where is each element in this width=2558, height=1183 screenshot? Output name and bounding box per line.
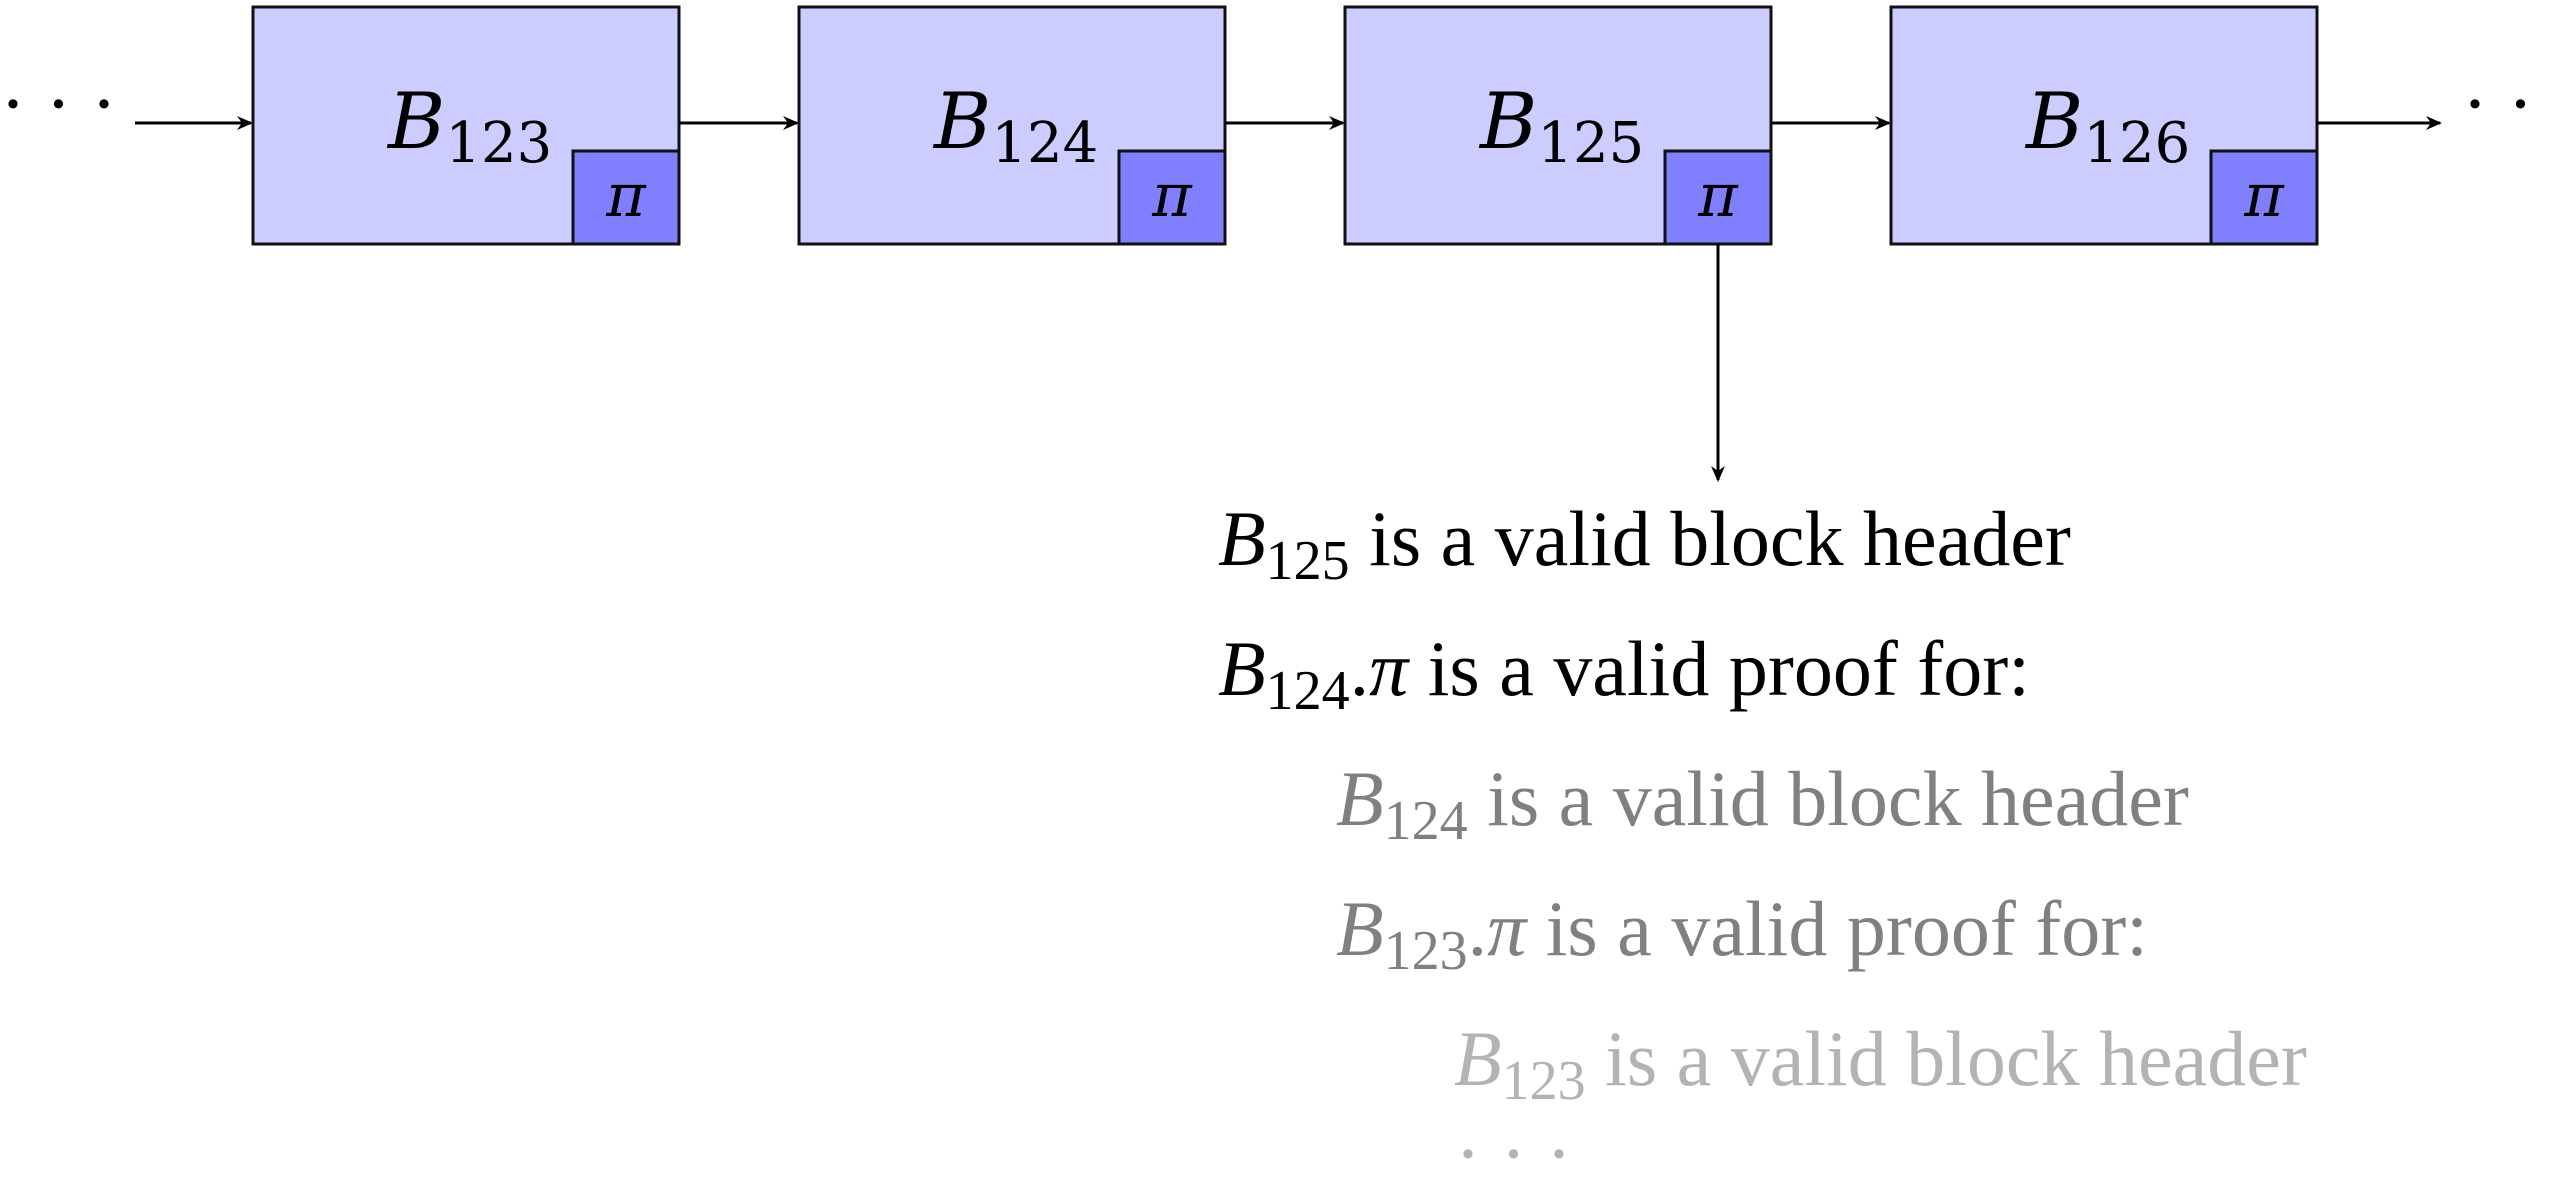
proof-box: [1117, 149, 1227, 246]
statement-line: B125 is a valid block header: [1218, 495, 2071, 592]
statement-line: B123 is a valid block header: [1454, 1015, 2307, 1112]
block-124: B124 π: [797, 5, 1227, 246]
leading-ellipsis: · · ·: [0, 60, 117, 147]
block-123: B123 π: [251, 5, 681, 246]
block-label: B123: [386, 77, 552, 176]
proof-box: [2209, 149, 2319, 246]
statement-line: B123.π is a valid proof for:: [1336, 885, 2148, 982]
proof-symbol: π: [1151, 161, 1193, 231]
statement-line: B124.π is a valid proof for:: [1218, 625, 2030, 722]
block-label: B124: [932, 77, 1098, 176]
block-125: B125 π: [1343, 5, 1773, 246]
block-126: B126 π: [1889, 5, 2319, 246]
proof-box: [571, 149, 681, 246]
block-label: B126: [2024, 77, 2190, 176]
proof-symbol: π: [1697, 161, 1739, 231]
statement-line: B124 is a valid block header: [1336, 755, 2189, 852]
proof-symbol: π: [2243, 161, 2285, 231]
proof-symbol: π: [605, 161, 647, 231]
statements-trailing-ellipsis: · · ·: [1455, 1110, 1572, 1183]
block-chain: B123 π B124 π B125 π B126 π: [135, 5, 2442, 246]
block-label: B125: [1478, 77, 1644, 176]
trailing-ellipsis: · · ·: [2462, 60, 2558, 147]
